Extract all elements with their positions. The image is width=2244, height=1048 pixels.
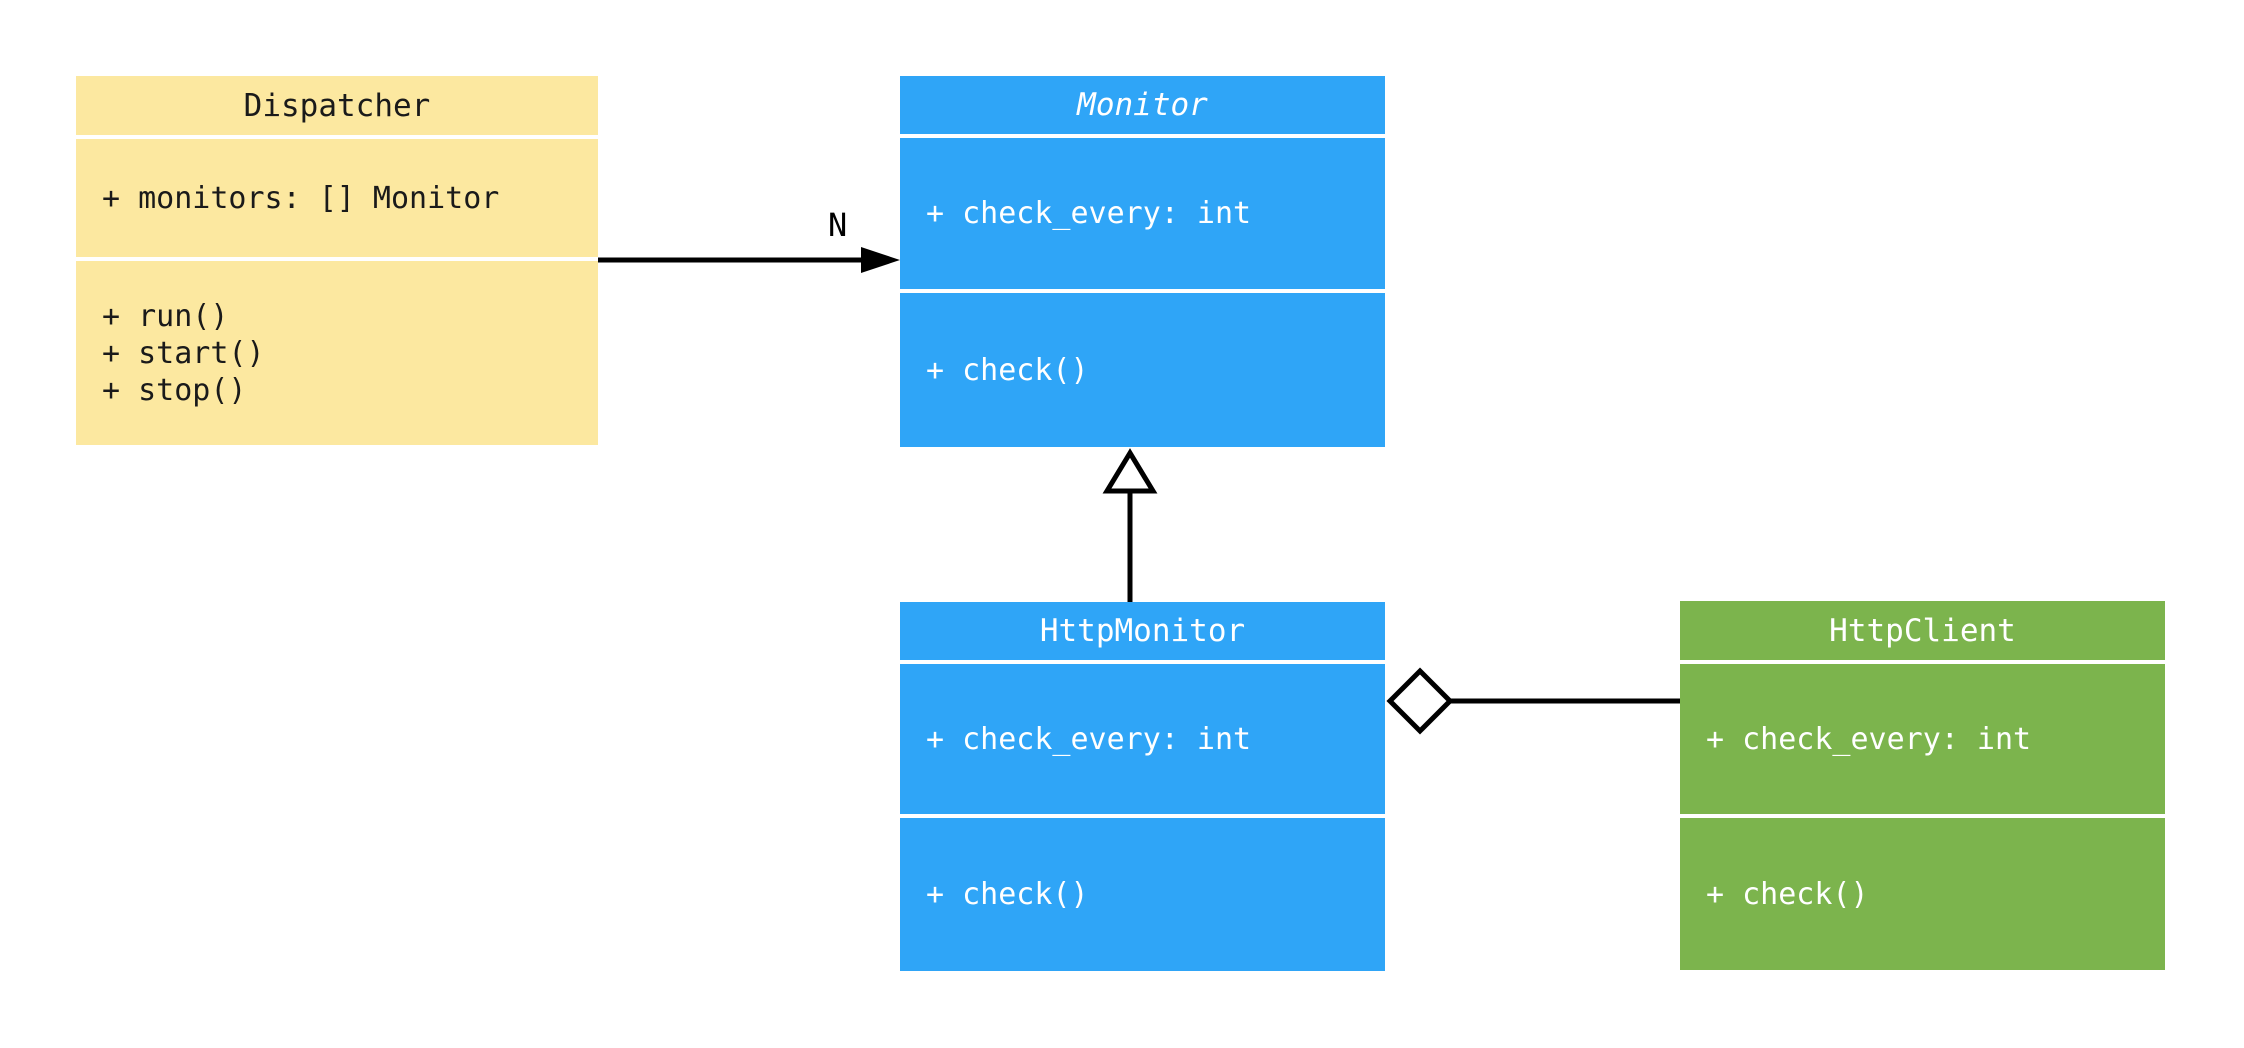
attribute-line: + check_every: int xyxy=(1706,721,2032,757)
association-arrowhead-icon xyxy=(861,247,900,273)
class-httpmonitor-name: HttpMonitor xyxy=(1039,613,1246,649)
class-monitor-header: Monitor xyxy=(900,76,1385,134)
class-dispatcher-name: Dispatcher xyxy=(243,87,431,124)
aggregation-diamond-icon xyxy=(1386,667,1454,735)
class-monitor-methods: + check() xyxy=(900,293,1385,447)
inheritance-edge-httpmonitor-monitor xyxy=(1102,448,1158,602)
class-monitor-name: Monitor xyxy=(1077,87,1208,123)
class-dispatcher: Dispatcher + monitors: [] Monitor + run(… xyxy=(76,76,598,449)
class-httpmonitor: HttpMonitor + check_every: int + check() xyxy=(900,602,1385,975)
class-httpmonitor-methods: + check() xyxy=(900,818,1385,971)
method-line: + check() xyxy=(926,352,1089,388)
attribute-line: + check_every: int xyxy=(926,196,1252,231)
association-edge-dispatcher-monitor xyxy=(598,247,900,273)
class-httpmonitor-header: HttpMonitor xyxy=(900,602,1385,660)
method-line: + check() xyxy=(1706,876,1869,912)
class-dispatcher-header: Dispatcher xyxy=(76,76,598,135)
class-httpclient-methods: + check() xyxy=(1680,818,2165,970)
attribute-line: + monitors: [] Monitor xyxy=(102,180,500,216)
method-line: + check() xyxy=(926,877,1089,912)
class-dispatcher-attributes: + monitors: [] Monitor xyxy=(76,139,598,257)
method-line: + start() xyxy=(102,335,265,371)
inheritance-triangle-icon xyxy=(1102,448,1158,494)
class-httpclient: HttpClient + check_every: int + check() xyxy=(1680,601,2165,974)
class-httpmonitor-attributes: + check_every: int xyxy=(900,664,1385,814)
class-dispatcher-methods: + run() + start() + stop() xyxy=(76,261,598,445)
class-httpclient-name: HttpClient xyxy=(1829,612,2016,649)
class-httpclient-attributes: + check_every: int xyxy=(1680,664,2165,814)
attribute-line: + check_every: int xyxy=(926,721,1252,757)
class-httpclient-header: HttpClient xyxy=(1680,601,2165,660)
method-line: + run() xyxy=(102,298,229,334)
aggregation-edge-httpmonitor-httpclient xyxy=(1386,667,1680,735)
multiplicity-label: N xyxy=(828,206,848,244)
method-line: + stop() xyxy=(102,372,247,408)
class-monitor: Monitor + check_every: int + check() xyxy=(900,76,1385,451)
class-monitor-attributes: + check_every: int xyxy=(900,138,1385,289)
